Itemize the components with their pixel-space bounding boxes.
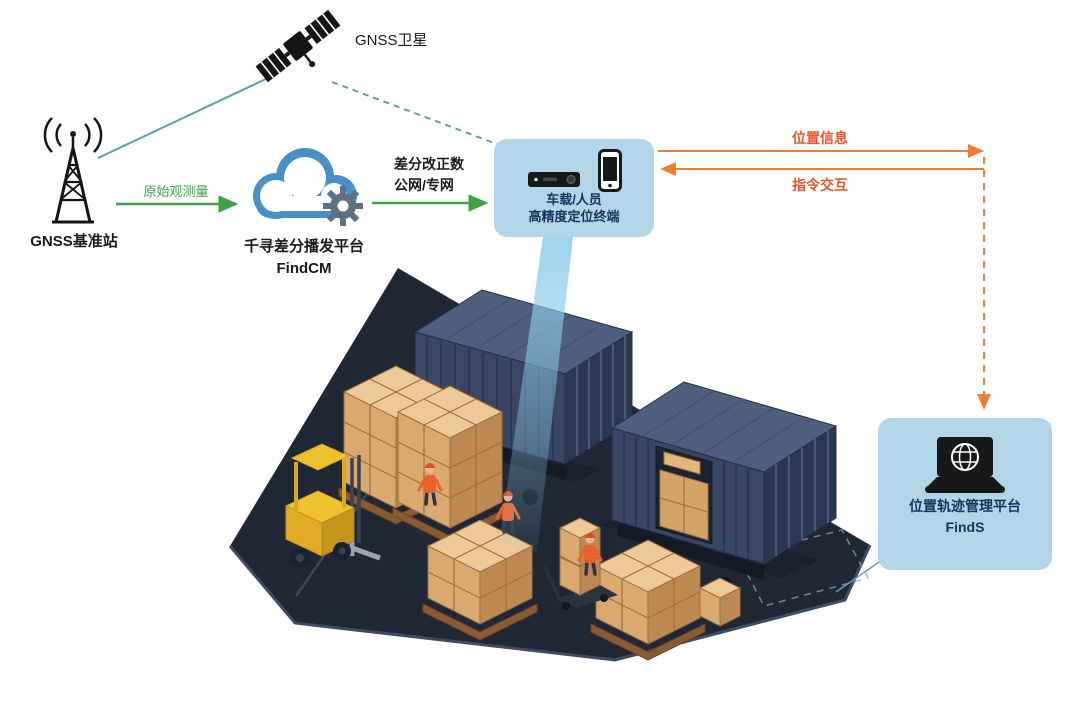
finds-label-line1: 位置轨迹管理平台 xyxy=(909,498,1021,514)
satellite-icon xyxy=(255,9,341,83)
parking-zone-marking xyxy=(736,529,870,607)
positioning-beam xyxy=(499,237,573,552)
smartphone-icon xyxy=(598,149,622,192)
correction-label-line2: 公网/专网 xyxy=(394,177,454,193)
laptop-globe-icon xyxy=(925,436,1005,493)
terminal-panel: 车载/人员 高精度定位终端 xyxy=(494,139,654,237)
cloud-platform-label-line1: 千寻差分播发平台 xyxy=(243,238,365,255)
terminal-label-line1: 车载/人员 xyxy=(546,192,602,207)
finds-panel: 位置轨迹管理平台 FindS xyxy=(878,418,1052,570)
position-info-label: 位置信息 xyxy=(792,130,848,146)
satellite-base-link xyxy=(97,77,269,159)
command-label: 指令交互 xyxy=(792,177,848,193)
terminal-label-line2: 高精度定位终端 xyxy=(528,208,620,224)
pallet-jack xyxy=(543,517,618,610)
satellite-terminal-link xyxy=(331,81,503,147)
correction-label-line1: 差分改正数 xyxy=(394,156,464,172)
shipping-container-2 xyxy=(600,381,838,593)
radio-tower-icon xyxy=(43,117,103,224)
vehicle-terminal-icon xyxy=(528,172,580,187)
connector-lines xyxy=(97,77,991,593)
container-open-door-cargo xyxy=(655,445,713,545)
finds-yard-link xyxy=(835,559,883,593)
satellite-label: GNSS卫星 xyxy=(355,32,428,49)
warehouse-scene xyxy=(228,268,872,662)
gear-icon xyxy=(323,186,363,226)
finds-label-line2: FindS xyxy=(945,519,985,535)
cloud-gear-icon xyxy=(253,148,363,226)
cloud-platform-label-line2: FindCM xyxy=(276,260,332,277)
base-station-label: GNSS基准站 xyxy=(30,233,118,250)
raw-observation-label: 原始观测量 xyxy=(143,184,209,199)
forklift xyxy=(284,443,381,568)
